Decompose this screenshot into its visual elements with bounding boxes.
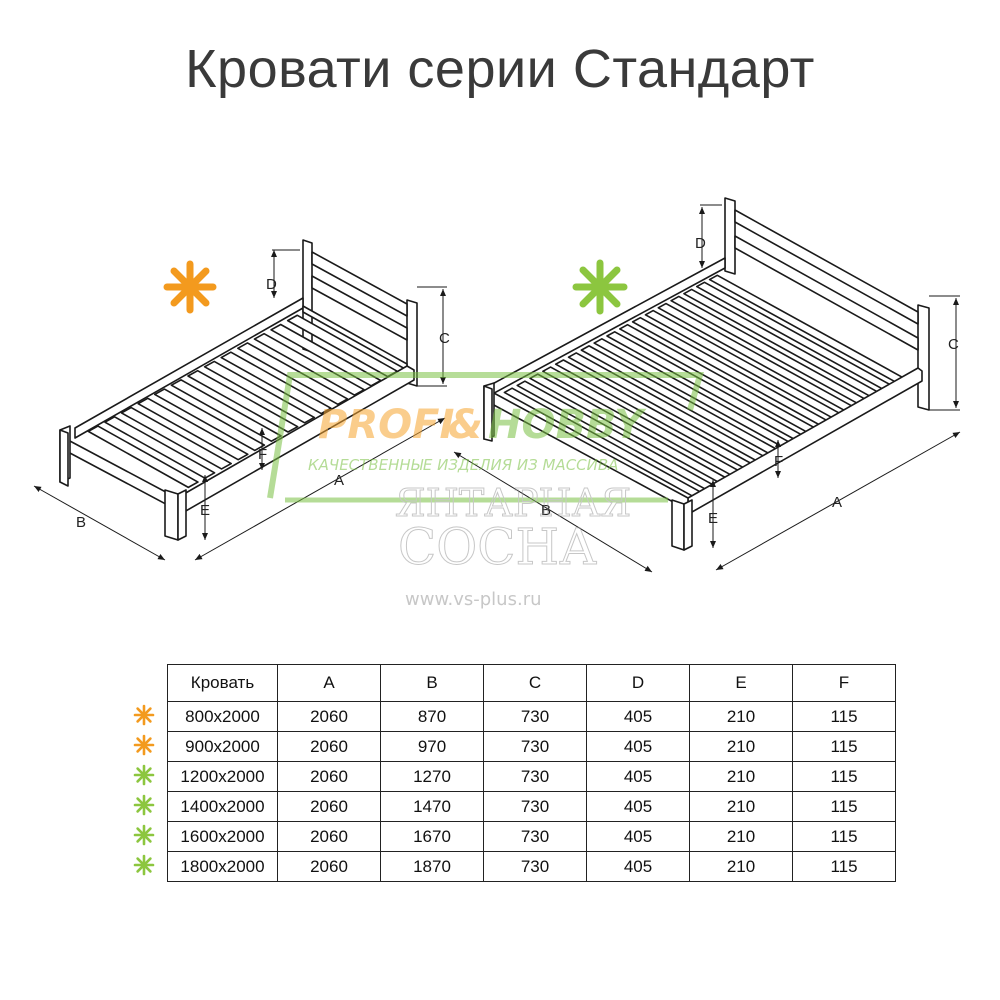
table-header-cell: E xyxy=(689,664,793,702)
watermark: PROFI & HOBBY КАЧЕСТВЕННЫЕ ИЗДЕЛИЯ ИЗ МА… xyxy=(267,372,704,610)
dim-label-f: F xyxy=(258,446,267,463)
table-cell: 1670 xyxy=(380,821,484,852)
dim-label-d: D xyxy=(266,276,277,293)
table-cell: 210 xyxy=(689,791,793,822)
table-header-cell: C xyxy=(483,664,587,702)
table-cell: 970 xyxy=(380,731,484,762)
table-cell: 730 xyxy=(483,731,587,762)
table-cell: 2060 xyxy=(277,851,381,882)
table-cell: 1870 xyxy=(380,851,484,882)
table-cell: 2060 xyxy=(277,731,381,762)
double-bed-slats xyxy=(503,274,915,502)
table-cell: 730 xyxy=(483,701,587,732)
watermark-brand-left: PROFI xyxy=(318,402,454,448)
table-cell: 405 xyxy=(586,731,690,762)
dim-label-b: B xyxy=(541,502,551,519)
table-cell: 210 xyxy=(689,701,793,732)
table-cell: 1270 xyxy=(380,761,484,792)
watermark-brand-right: HOBBY xyxy=(488,402,647,448)
dim-label-f: F xyxy=(774,453,783,470)
table-cell: 2060 xyxy=(277,791,381,822)
table-header-cell: F xyxy=(792,664,896,702)
bed-size-cell: 900x2000 xyxy=(167,731,278,762)
bed-diagrams: D C F E B A xyxy=(33,197,961,610)
dim-label-d: D xyxy=(695,235,706,252)
watermark-line2: СОСНА xyxy=(398,518,597,576)
table-cell: 405 xyxy=(586,761,690,792)
dim-label-b: B xyxy=(76,514,86,531)
dim-label-a: A xyxy=(334,472,344,489)
green-asterisk-icon xyxy=(572,259,628,315)
green-asterisk-icon xyxy=(133,794,155,816)
table-cell: 210 xyxy=(689,851,793,882)
table-cell: 210 xyxy=(689,821,793,852)
table-cell: 405 xyxy=(586,851,690,882)
page-title: Кровати серии Стандарт xyxy=(185,39,815,99)
table-cell: 115 xyxy=(792,731,896,762)
watermark-tagline: КАЧЕСТВЕННЫЕ ИЗДЕЛИЯ ИЗ МАССИВА xyxy=(308,456,618,474)
green-asterisk-icon xyxy=(133,824,155,846)
table-cell: 115 xyxy=(792,701,896,732)
dim-label-a: A xyxy=(832,494,842,511)
table-cell: 870 xyxy=(380,701,484,732)
table-header-cell: D xyxy=(586,664,690,702)
table-cell: 210 xyxy=(689,731,793,762)
table-cell: 2060 xyxy=(277,821,381,852)
double-bed-dimension-labels: D C F E B A xyxy=(541,235,959,527)
bed-size-cell: 1200x2000 xyxy=(167,761,278,792)
green-asterisk-icon xyxy=(133,764,155,786)
bed-size-cell: 1400x2000 xyxy=(167,791,278,822)
watermark-url: www.vs-plus.ru xyxy=(405,589,542,610)
watermark-ampersand: & xyxy=(448,402,483,448)
double-bed-dimensions xyxy=(453,204,961,573)
table-header-cell: A xyxy=(277,664,381,702)
table-cell: 115 xyxy=(792,791,896,822)
table-cell: 405 xyxy=(586,701,690,732)
single-bed-dimensions xyxy=(33,249,447,561)
table-cell: 405 xyxy=(586,791,690,822)
orange-asterisk-icon xyxy=(133,704,155,726)
single-bed-drawing xyxy=(59,239,418,541)
table-cell: 730 xyxy=(483,761,587,792)
table-header-cell: B xyxy=(380,664,484,702)
bed-size-cell: 1600x2000 xyxy=(167,821,278,852)
table-cell: 405 xyxy=(586,821,690,852)
table-cell: 2060 xyxy=(277,761,381,792)
dim-label-c: C xyxy=(439,330,450,347)
table-cell: 2060 xyxy=(277,701,381,732)
table-cell: 115 xyxy=(792,851,896,882)
bed-size-cell: 1800x2000 xyxy=(167,851,278,882)
single-bed-dimension-labels: D C F E B A xyxy=(76,276,450,531)
watermark-line1: ЯНТАРНАЯ xyxy=(395,481,631,525)
dim-label-c: C xyxy=(948,336,959,353)
table-cell: 730 xyxy=(483,821,587,852)
table-cell: 730 xyxy=(483,851,587,882)
table-header-row: Кровать A B C D E F xyxy=(167,664,896,702)
orange-asterisk-icon xyxy=(163,260,217,314)
table-cell: 115 xyxy=(792,821,896,852)
dim-label-e: E xyxy=(708,510,718,527)
table-cell: 210 xyxy=(689,761,793,792)
orange-asterisk-icon xyxy=(133,734,155,756)
table-header-cell: Кровать xyxy=(167,664,278,702)
double-bed-drawing xyxy=(483,197,930,551)
table-cell: 730 xyxy=(483,791,587,822)
dim-label-e: E xyxy=(200,502,210,519)
table-cell: 115 xyxy=(792,761,896,792)
green-asterisk-icon xyxy=(133,854,155,876)
bed-size-cell: 800x2000 xyxy=(167,701,278,732)
table-cell: 1470 xyxy=(380,791,484,822)
